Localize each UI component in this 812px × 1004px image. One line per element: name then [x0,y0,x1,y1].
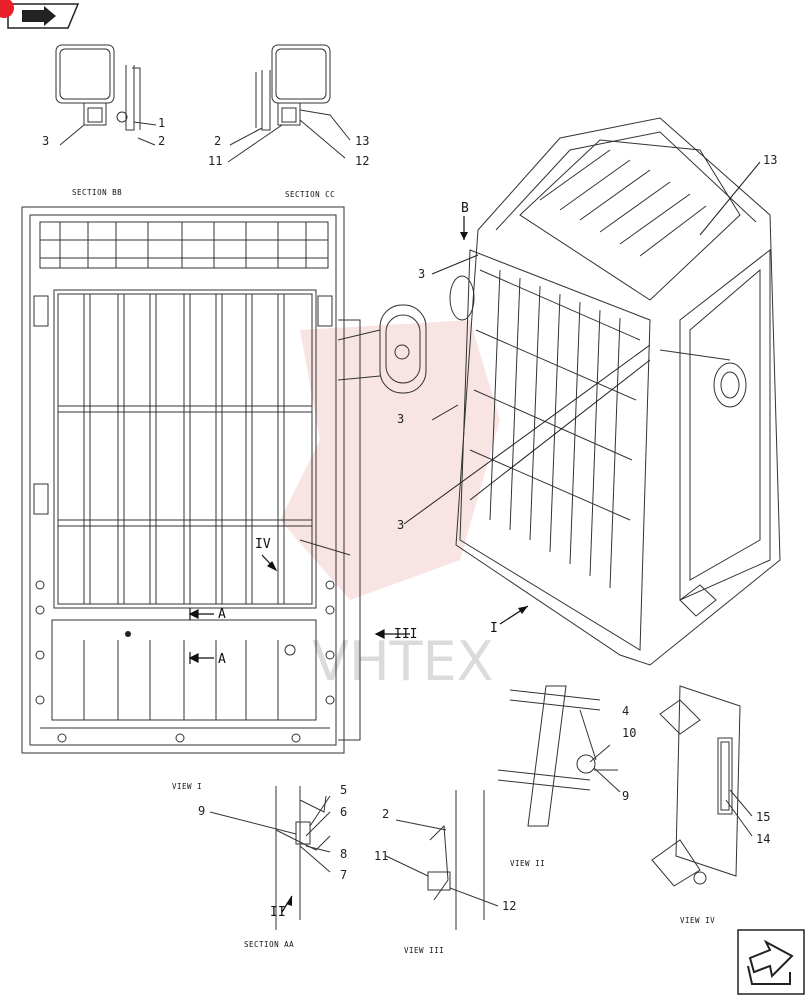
view-marker-ii: II [270,905,286,920]
red-badge [0,0,14,18]
callout-cc-2: 2 [214,134,221,148]
view-i-drawing [21,206,427,754]
nav-button-bottom[interactable] [737,929,805,995]
callout-bb-3: 3 [42,134,49,148]
view-marker-iii: III [394,627,417,642]
view-ii-drawing [497,685,621,827]
view-iv-drawing [651,685,753,887]
callout-viii-12: 12 [502,899,516,913]
arrow-b-head [460,232,468,240]
callout-cc-12: 12 [355,154,369,168]
cab-leaders [403,161,761,525]
callout-cab-3-top: 3 [418,267,425,281]
callout-vii-4: 4 [622,704,629,718]
callout-bb-1: 1 [158,116,165,130]
section-bb-drawing [55,44,157,146]
callout-viii-11: 11 [374,849,388,863]
callout-cab-13: 13 [763,153,777,167]
caption-view-i: VIEW I [172,782,202,791]
caption-section-bb: SECTION BB [72,188,122,197]
callout-bb-2: 2 [158,134,165,148]
callout-aa-7: 7 [340,868,347,882]
watermark: VHTEX [280,320,500,693]
watermark-emblem [280,320,500,600]
caption-view-iii: VIEW III [404,946,444,955]
callout-cab-3-bottom: 3 [397,518,404,532]
callout-cc-13: 13 [355,134,369,148]
callout-viv-15: 15 [756,810,770,824]
view-iii-drawing [385,790,499,930]
callout-cc-11: 11 [208,154,222,168]
arrow-i-head [518,606,528,614]
caption-section-aa: SECTION AA [244,940,294,949]
bolt [125,631,131,637]
callout-aa-5: 5 [340,783,347,797]
arrow-right-icon[interactable] [747,939,794,985]
arrow-ii-head [286,896,292,906]
callout-aa-8: 8 [340,847,347,861]
section-marker-a-upper: A [218,607,226,622]
section-marker-a-lower: A [218,652,226,667]
callout-aa-9: 9 [198,804,205,818]
caption-view-ii: VIEW II [510,859,545,868]
caption-section-cc: SECTION CC [285,190,335,199]
view-i-markers [188,554,410,664]
view-marker-iv: IV [255,537,271,552]
callout-vii-10: 10 [622,726,636,740]
callout-viii-2: 2 [382,807,389,821]
section-cc-drawing [227,44,351,163]
arrow-right-icon[interactable] [22,6,56,26]
caption-view-iv: VIEW IV [680,916,715,925]
cab-isometric-drawing [449,117,781,666]
callout-vii-9: 9 [622,789,629,803]
view-marker-b: B [461,201,469,216]
nav-tab-top[interactable] [0,0,80,29]
watermark-text: VHTEX [312,630,494,693]
callout-cab-3-middle: 3 [397,412,404,426]
view-marker-i: I [490,621,498,636]
section-aa-drawing [209,786,331,930]
callout-aa-6: 6 [340,805,347,819]
callout-viv-14: 14 [756,832,770,846]
